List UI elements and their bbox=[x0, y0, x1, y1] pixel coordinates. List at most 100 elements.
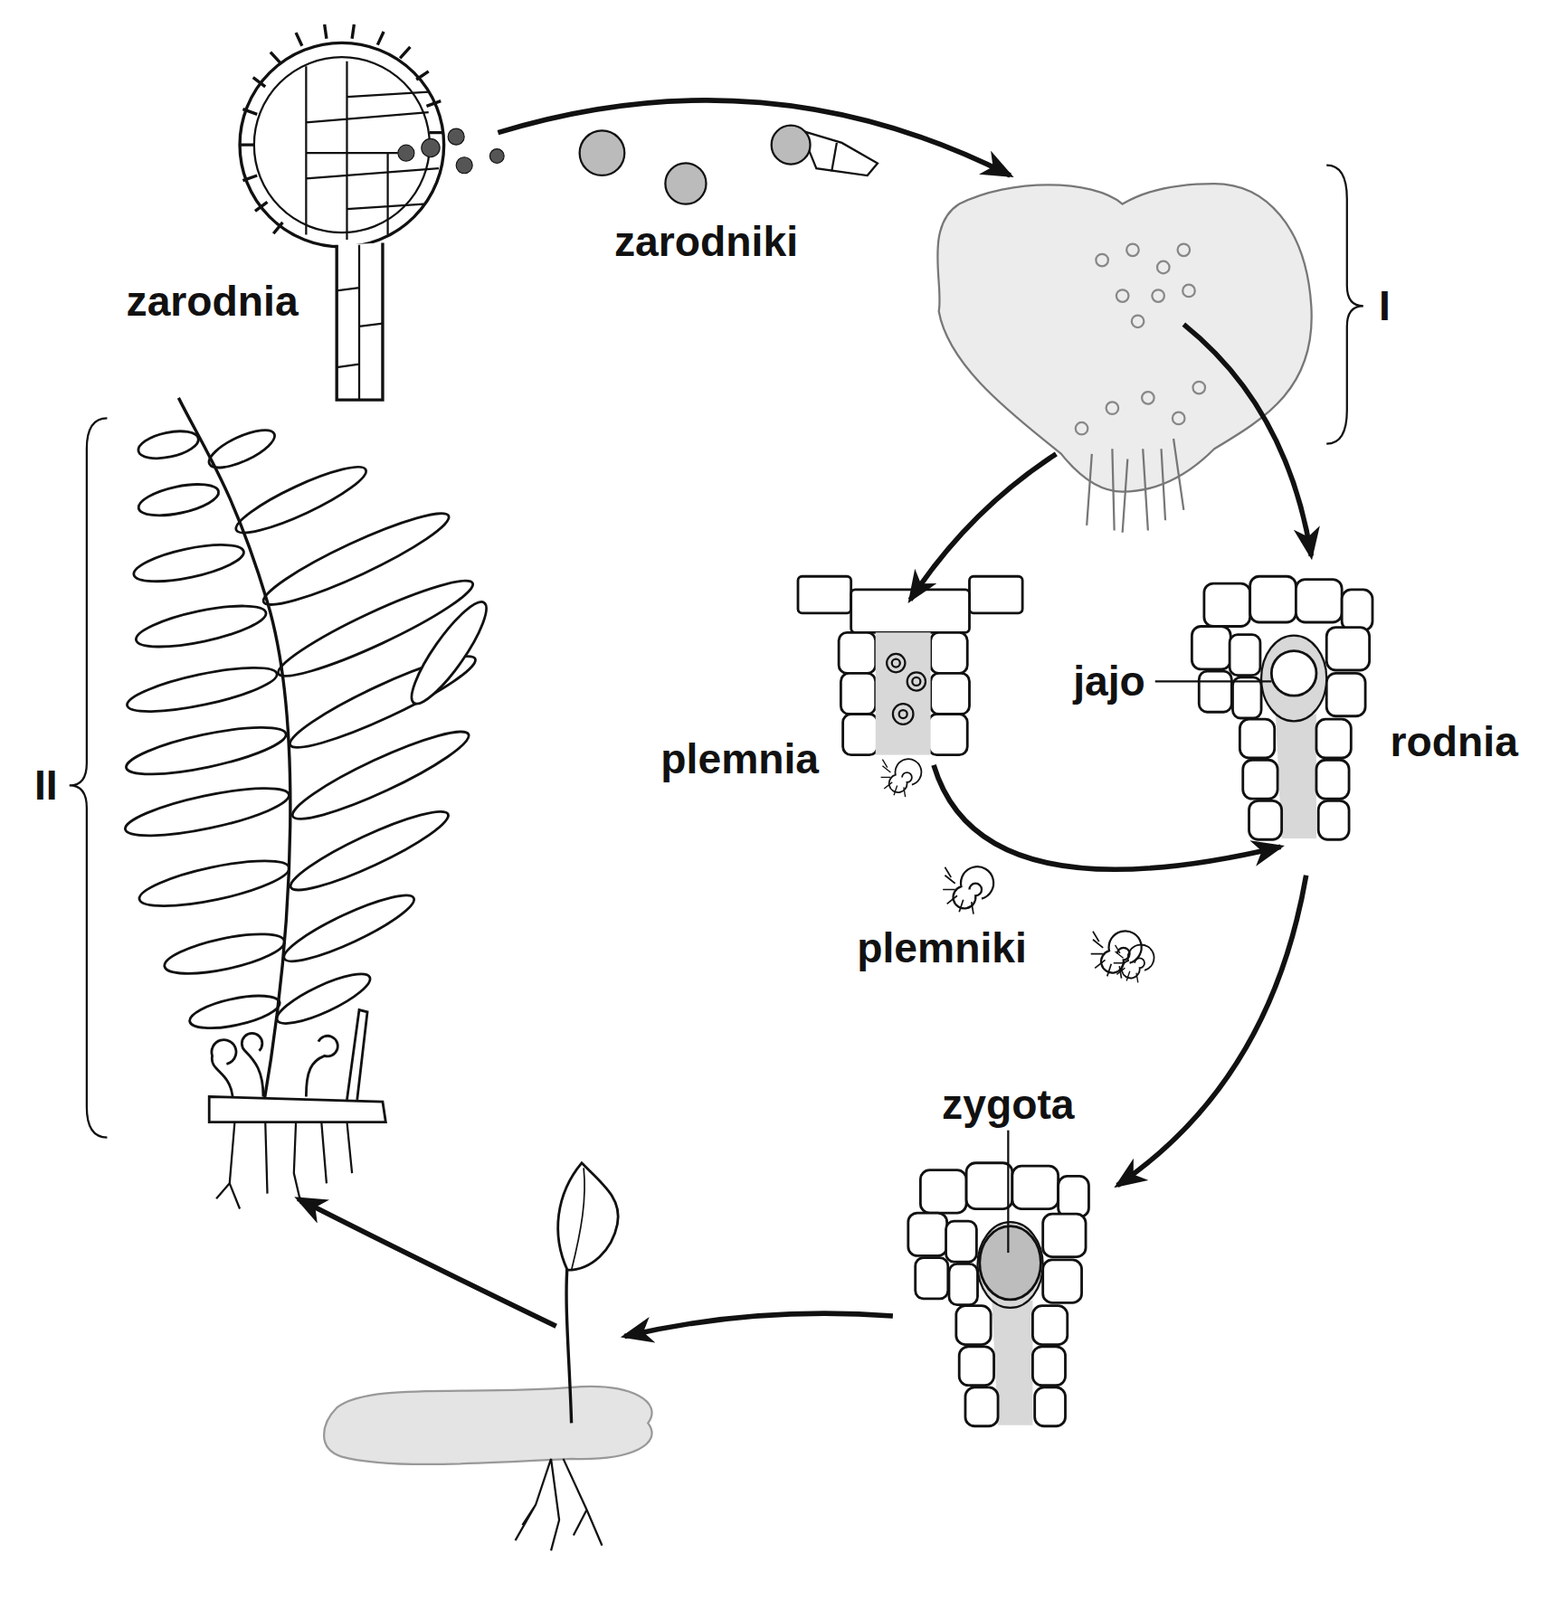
cycle-arrows bbox=[297, 100, 1311, 1338]
spores bbox=[664, 162, 706, 204]
fern-sporophyte bbox=[135, 852, 293, 916]
cycle-arrows bbox=[910, 454, 1056, 600]
sperm-cells bbox=[1091, 930, 1142, 979]
prothallus bbox=[1106, 401, 1120, 415]
prothallus bbox=[1086, 438, 1184, 533]
fern-sporophyte bbox=[135, 426, 201, 464]
spores bbox=[579, 125, 878, 205]
fern-sporophyte bbox=[161, 926, 287, 982]
cycle-arrows bbox=[1117, 875, 1307, 1187]
antheridium bbox=[886, 654, 926, 725]
fern-sporophyte bbox=[122, 422, 497, 1035]
fern-sporophyte bbox=[131, 537, 247, 589]
prothallus bbox=[1126, 244, 1140, 257]
fern-sporophyte bbox=[122, 778, 293, 846]
cycle-arrows bbox=[1183, 324, 1311, 557]
antheridium bbox=[840, 673, 875, 714]
prothallus bbox=[1157, 261, 1170, 275]
antheridium bbox=[838, 632, 876, 674]
fern-sporophyte bbox=[123, 658, 281, 721]
antheridium bbox=[911, 677, 921, 686]
fern-sporophyte bbox=[216, 1122, 352, 1210]
prothallus bbox=[1131, 315, 1145, 329]
prothallus bbox=[937, 183, 1311, 533]
sporangium bbox=[398, 128, 504, 174]
prothallus bbox=[1095, 254, 1109, 267]
prothallus bbox=[1116, 289, 1130, 303]
sporangium bbox=[336, 245, 383, 400]
fern-sporophyte bbox=[132, 598, 269, 656]
fertilized-archegonium bbox=[908, 1130, 1090, 1427]
bracket bbox=[1326, 165, 1364, 445]
young-sporophyte bbox=[566, 1265, 572, 1425]
prothallus bbox=[1182, 284, 1196, 298]
young-sporophyte bbox=[323, 1163, 652, 1552]
sporangium bbox=[455, 157, 473, 174]
sporangium bbox=[489, 149, 504, 164]
sporangium bbox=[239, 42, 445, 247]
archegonium bbox=[1271, 651, 1317, 697]
sporangium bbox=[305, 61, 439, 240]
bracket bbox=[69, 417, 108, 1138]
sporangium bbox=[421, 138, 440, 157]
antheridium bbox=[843, 714, 878, 756]
antheridium bbox=[907, 672, 926, 691]
young-sporophyte bbox=[558, 1163, 619, 1271]
young-sporophyte bbox=[323, 1386, 652, 1465]
antheridium bbox=[892, 703, 914, 725]
sporangium bbox=[305, 61, 439, 240]
cycle-arrows bbox=[497, 100, 1010, 176]
fern-sporophyte bbox=[208, 1096, 386, 1122]
fern-sporophyte bbox=[211, 1010, 368, 1101]
prothallus bbox=[937, 183, 1311, 493]
part-label: zarodnia bbox=[126, 281, 299, 323]
prothallus bbox=[1177, 244, 1191, 257]
fern-sporophyte bbox=[229, 456, 371, 543]
spores bbox=[771, 125, 811, 165]
antheridium bbox=[797, 576, 852, 614]
prothallus bbox=[1075, 422, 1089, 436]
cycle-arrows bbox=[624, 1313, 893, 1337]
spores bbox=[831, 142, 837, 172]
prothallus bbox=[1192, 381, 1206, 395]
sporangium bbox=[239, 24, 445, 234]
spores bbox=[800, 130, 878, 176]
part-label: plemnia bbox=[660, 739, 819, 781]
sperm-cells bbox=[942, 866, 994, 914]
antheridium bbox=[886, 654, 905, 673]
fern-sporophyte bbox=[401, 594, 497, 713]
fern-sporophyte bbox=[123, 718, 290, 785]
sporangium bbox=[239, 24, 445, 234]
phase-number: II bbox=[34, 764, 58, 807]
antheridium bbox=[930, 632, 969, 674]
sperm-cells bbox=[1113, 945, 1155, 984]
fertilized-archegonium bbox=[908, 1163, 1090, 1427]
part-label: jajo bbox=[1073, 660, 1146, 703]
antheridium bbox=[968, 576, 1023, 614]
antheridium bbox=[875, 632, 931, 755]
stage-label: plemniki bbox=[856, 928, 1027, 970]
cycle-arrows bbox=[297, 1198, 556, 1327]
prothallus bbox=[1172, 412, 1186, 426]
fern-sporophyte bbox=[135, 478, 221, 522]
fern-sporophyte bbox=[284, 800, 455, 903]
cycle-arrows bbox=[933, 765, 1281, 870]
stage-label: zarodniki bbox=[614, 220, 798, 263]
antheridium bbox=[928, 714, 968, 756]
archegonium bbox=[1155, 680, 1273, 683]
sporangium bbox=[447, 128, 465, 145]
stage-label: zygota bbox=[941, 1083, 1074, 1126]
archegonium bbox=[1155, 576, 1373, 840]
fertilized-archegonium bbox=[1006, 1130, 1009, 1254]
prothallus bbox=[1151, 289, 1165, 303]
sporangium bbox=[336, 242, 383, 400]
sporangium bbox=[239, 24, 504, 400]
fern-sporophyte bbox=[178, 398, 290, 1108]
prothallus bbox=[1141, 391, 1155, 405]
young-sporophyte bbox=[515, 1459, 603, 1552]
antheridium bbox=[797, 576, 1023, 755]
young-sporophyte bbox=[571, 1168, 586, 1271]
fern-sporophyte bbox=[278, 885, 420, 972]
fern-sporophyte bbox=[122, 398, 497, 1210]
